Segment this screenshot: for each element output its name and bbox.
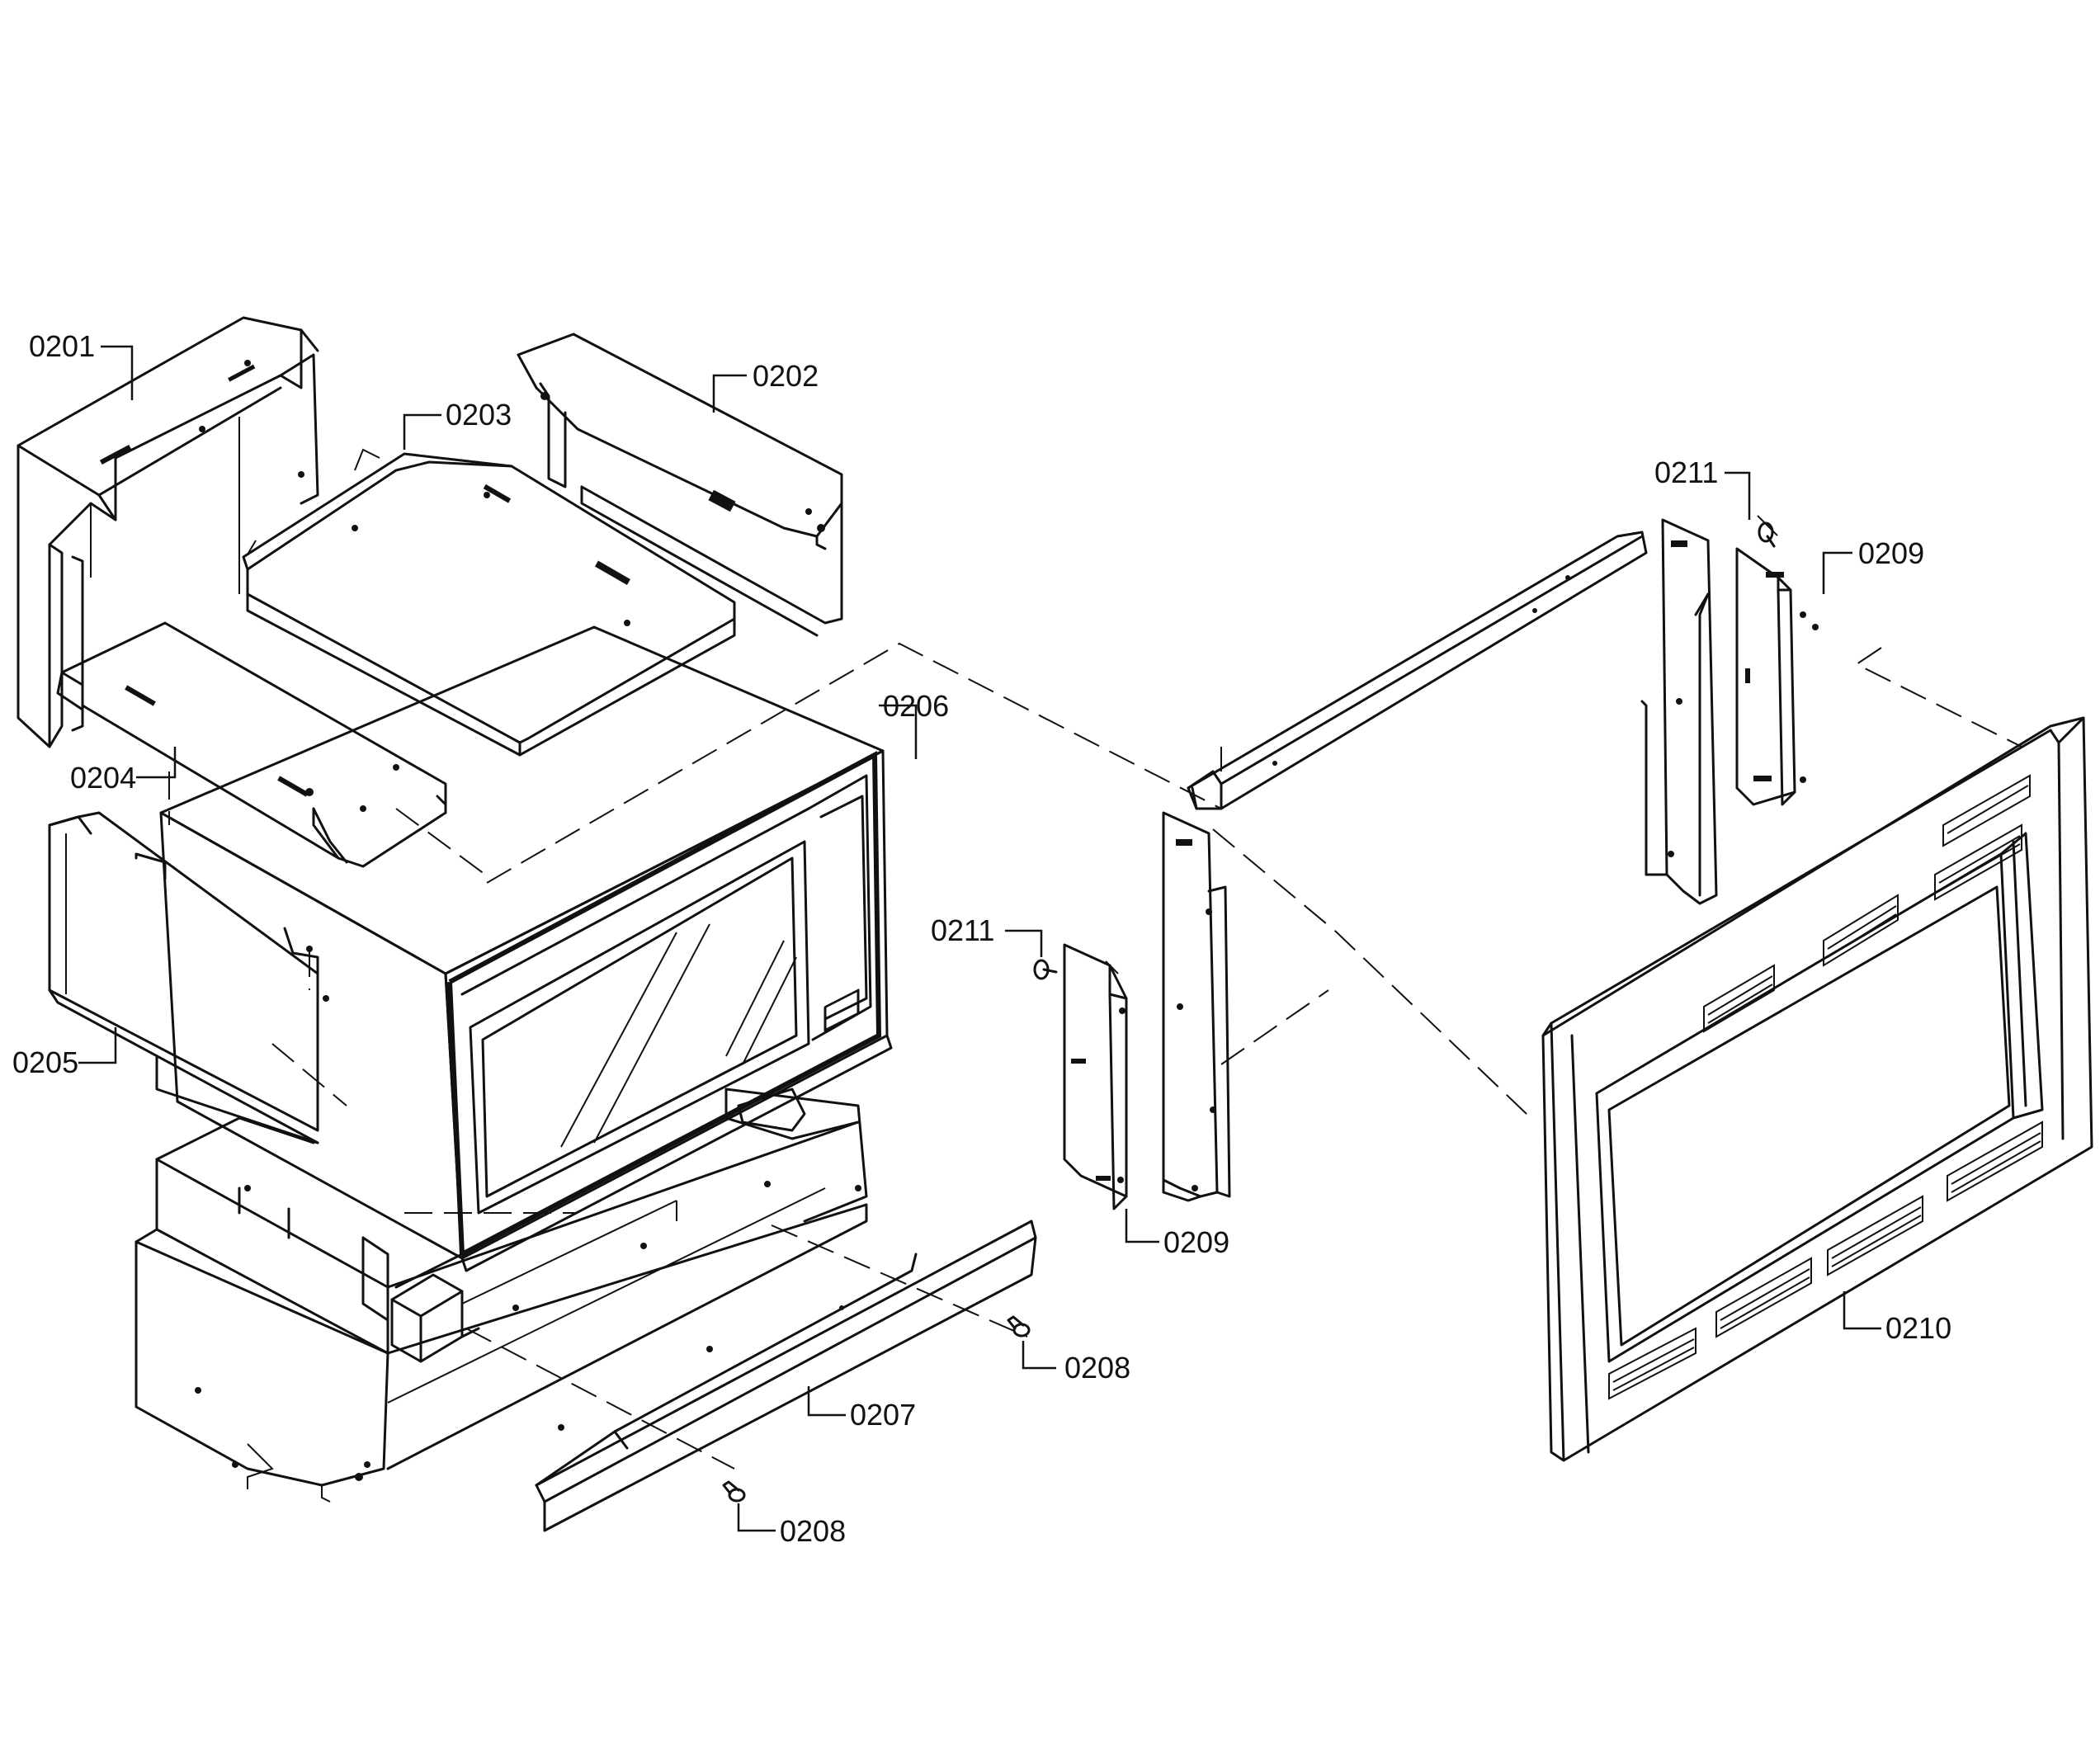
part-0208-screw-a xyxy=(1007,1315,1031,1338)
frame-left-trim xyxy=(1162,811,1231,1202)
callout-0211-a: 0211 xyxy=(931,913,994,947)
vent-slots-top xyxy=(1703,774,2031,1033)
part-0202-rear-bracket xyxy=(517,333,843,637)
callout-0205: 0205 xyxy=(12,1045,78,1079)
frame-right-trim xyxy=(1640,518,1718,905)
part-0204-top-panel xyxy=(56,621,447,868)
part-0207-bottom-rail xyxy=(535,1220,1037,1532)
callout-0207: 0207 xyxy=(850,1398,916,1432)
callout-0206: 0206 xyxy=(883,689,949,723)
callout-0202: 0202 xyxy=(753,359,819,393)
leader-lines xyxy=(78,345,1881,1532)
part-0205-front-panel xyxy=(48,811,329,1144)
callout-0201: 0201 xyxy=(29,329,95,363)
base-chassis xyxy=(134,1088,868,1503)
callout-0203: 0203 xyxy=(446,398,512,432)
frame-top-rail xyxy=(1187,531,1648,810)
callout-0211-b: 0211 xyxy=(1654,455,1718,489)
part-0209-left-bracket xyxy=(1063,943,1128,1210)
part-0208-screw-b xyxy=(722,1480,746,1503)
callout-0210: 0210 xyxy=(1885,1311,1951,1345)
vent-slots-bottom xyxy=(1608,1121,2043,1400)
part-0201-side-cover xyxy=(17,316,319,748)
callout-0209-b: 0209 xyxy=(1858,536,1924,570)
callout-0208-a: 0208 xyxy=(1064,1351,1130,1385)
part-0203-top-cover xyxy=(242,448,736,757)
part-0211-screw-a xyxy=(1033,959,1058,980)
callout-labels: 0201 0202 0203 0204 0205 0206 0207 0208 … xyxy=(12,329,1951,1548)
callout-0208-b: 0208 xyxy=(780,1514,846,1548)
part-0210-trim-frame xyxy=(1541,716,2093,1462)
part-0209-right-bracket xyxy=(1735,547,1819,806)
part-0211-screw-b xyxy=(1758,521,1776,548)
callout-0204: 0204 xyxy=(70,761,136,795)
part-0206-microwave-oven xyxy=(159,625,893,1272)
callout-0209-a: 0209 xyxy=(1163,1225,1229,1259)
